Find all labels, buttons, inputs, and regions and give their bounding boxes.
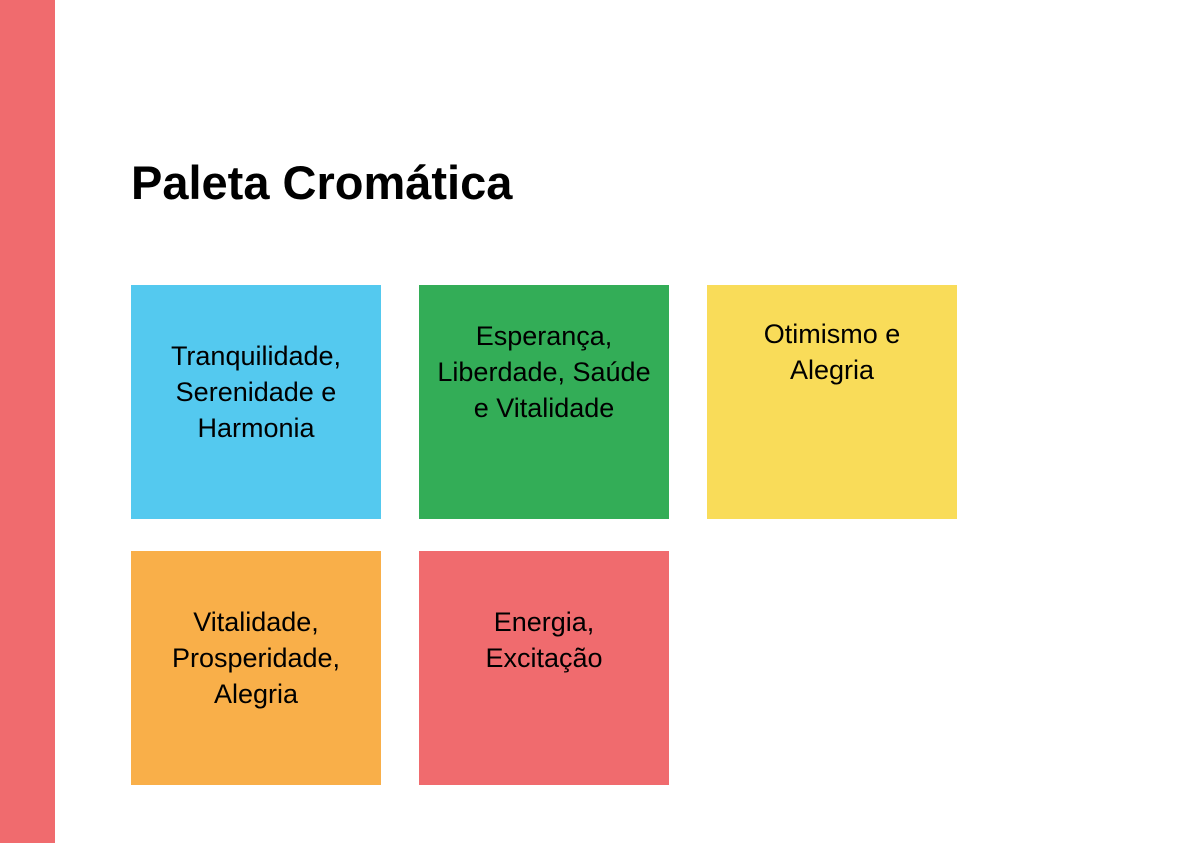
color-swatch-green: Esperança, Liberdade, Saúde e Vitalidade (419, 285, 669, 519)
swatch-label: Vitalidade, Prosperidade, Alegria (171, 607, 341, 709)
swatch-label: Tranquilidade, Serenidade e Harmonia (170, 341, 342, 443)
page-title: Paleta Cromática (131, 156, 513, 209)
color-swatch-orange: Vitalidade, Prosperidade, Alegria (131, 551, 381, 785)
swatch-label: Energia, Excitação (485, 607, 603, 673)
swatch-label: Otimismo e Alegria (763, 319, 901, 385)
swatch-label: Esperança, Liberdade, Saúde e Vitalidade (437, 321, 651, 423)
color-swatch-yellow: Otimismo e Alegria (707, 285, 957, 519)
color-swatch-red: Energia, Excitação (419, 551, 669, 785)
accent-bar (0, 0, 55, 843)
color-swatch-blue: Tranquilidade, Serenidade e Harmonia (131, 285, 381, 519)
